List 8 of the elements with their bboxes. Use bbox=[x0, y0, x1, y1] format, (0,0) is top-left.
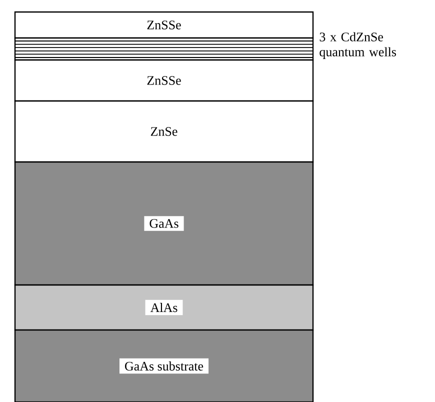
layer-band: GaAs substrate bbox=[14, 329, 314, 402]
layer-band: ZnSe bbox=[14, 100, 314, 163]
layer-band: AlAs bbox=[14, 284, 314, 331]
layer-band: GaAs bbox=[14, 161, 314, 286]
layer-label: 3 x CdZnSe quantum wells bbox=[320, 32, 396, 59]
layer-band: ZnSSe bbox=[14, 59, 314, 102]
layer-band: ZnSSe bbox=[14, 11, 314, 39]
layer-band bbox=[14, 37, 314, 61]
